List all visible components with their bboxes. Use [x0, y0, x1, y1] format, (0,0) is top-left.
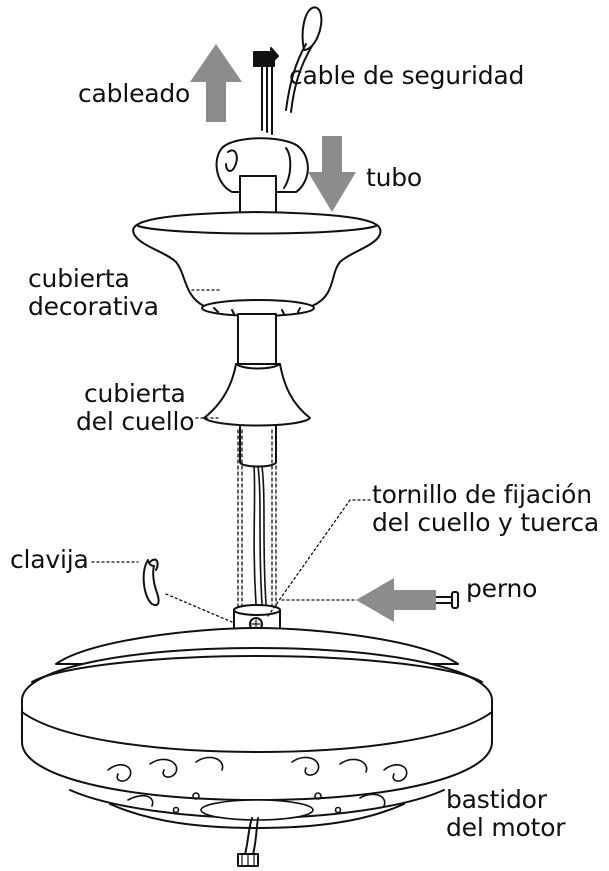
label-pin: perno: [466, 574, 538, 603]
rod-wires-drawing: [253, 465, 267, 605]
label-set-screw: tornillo de fijación del cuello y tuerca: [372, 480, 600, 537]
label-wiring: cableado: [78, 79, 191, 108]
motor-scroll-pattern: [107, 756, 408, 821]
left-arrow-icon: [356, 578, 436, 622]
down-arrow-icon: [308, 136, 356, 212]
safety-cable-drawing: [285, 6, 323, 113]
label-collar-cover: cubierta del cuello: [76, 379, 195, 436]
motor-housing-drawing: [21, 627, 493, 829]
downrod-hidden-lines: [237, 429, 277, 611]
label-downrod: tubo: [366, 163, 423, 192]
label-motor-housing: bastidor del motor: [446, 785, 566, 842]
clip-drawing: [142, 558, 160, 606]
label-clip: clavija: [10, 545, 89, 574]
canopy-drawing: [132, 211, 382, 317]
wiring-drawing: [253, 47, 279, 135]
up-arrow-icon: [190, 44, 242, 122]
label-safety-cable: cable de seguridad: [289, 61, 525, 90]
label-canopy: cubierta decorativa: [28, 264, 159, 321]
collar-cover-drawing: [203, 363, 311, 427]
downrod-drawing: [237, 313, 277, 468]
bottom-connector-drawing: [237, 817, 259, 867]
hanger-ball-drawing: [215, 137, 309, 217]
arrows: [190, 44, 436, 622]
